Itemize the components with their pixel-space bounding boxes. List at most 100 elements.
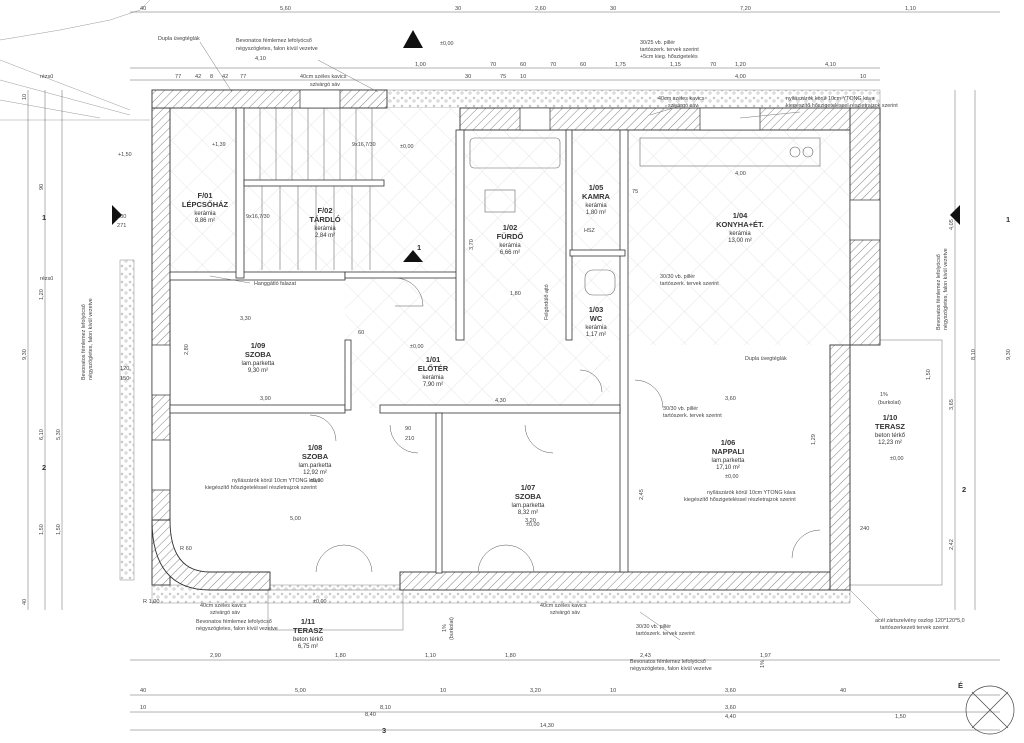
room-103-name: WC (590, 314, 603, 323)
room-111-name: TERASZ (293, 626, 323, 635)
dim-left-9: 90 (39, 184, 45, 190)
dim-left-6: 1,20 (39, 289, 45, 300)
dim-bot-extra: 8,40 (365, 712, 376, 718)
dim-bot-r2-1: 40 (140, 688, 146, 694)
dim-r3-2: 42 (195, 74, 201, 80)
ann-piller-bot-1: 30/30 vb. pillér (636, 624, 671, 630)
room-111: 1/11 TERASZ beton térkő 6,75 m² (293, 617, 324, 650)
dim-top-4: 2,60 (535, 6, 546, 12)
level-106-zero: ±0,00 (725, 474, 738, 480)
dim-in-245: 2,45 (639, 489, 645, 500)
level-eloter-zero: ±0,00 (410, 344, 423, 350)
dim-left-1: 10 (22, 94, 28, 100)
room-104-floor: kerámia (729, 231, 751, 237)
dim-r2-9: 1,20 (735, 62, 746, 68)
dim-in-60: 60 (358, 330, 364, 336)
room-f02: F/02 TÁRDLÓ kerámia 2,84 m² (309, 206, 340, 239)
ann-bev-right-1: Bevonatos fémlemez lefolyócső (936, 254, 942, 330)
dim-left-4: 6,10 (39, 429, 45, 440)
ann-pct-110: 1% (880, 392, 888, 398)
dim-r3-9: 4,00 (735, 74, 746, 80)
dim-left-8: 1,50 (56, 524, 62, 535)
dim-bot-1: 2,90 (210, 653, 221, 659)
gravel-strip-left (119, 259, 135, 581)
dim-in-129: 1,29 (811, 434, 817, 445)
room-f01-name: LÉPCSŐHÁZ (182, 200, 229, 209)
room-107-id: 1/07 (521, 483, 536, 492)
level-landing: +1,50 (118, 152, 132, 158)
leader-lines (199, 41, 881, 641)
dim-in-75: 75 (632, 189, 638, 195)
room-107: 1/07 SZOBA lam.parketta 8,32 m² (511, 483, 545, 516)
room-101-id: 1/01 (426, 355, 441, 364)
dim-top-5: 30 (610, 6, 616, 12)
ann-kav-bot-2: szivárgó sáv (210, 610, 240, 616)
fixtures (469, 137, 821, 296)
dim-in-500: 5,00 (290, 516, 301, 522)
dim-bot-3: 1,10 (425, 653, 436, 659)
room-109-floor: lam.parketta (241, 361, 275, 367)
ann-bev-right-2: négyszögletes, falon kívül vezetve (943, 248, 949, 330)
dim-in-280: 2,80 (184, 344, 190, 355)
room-110-floor: beton térkő (875, 433, 906, 439)
level-107-zero: ±0,00 (526, 522, 539, 528)
room-106-floor: lam.parketta (711, 458, 745, 464)
room-101-floor: kerámia (422, 375, 444, 381)
dim-in-430: 4,30 (495, 398, 506, 404)
dim-in-100: 100 (117, 214, 126, 220)
ann-kav-bot2-1: 40cm széles kavics (540, 603, 587, 609)
ann-pct-111: 1% (442, 624, 448, 632)
dim-in-240: 240 (860, 526, 869, 532)
room-104-id: 1/04 (733, 211, 748, 220)
dim-left-5: 9,30 (22, 349, 28, 360)
dim-r2-6: 1,75 (615, 62, 626, 68)
room-109-name: SZOBA (245, 350, 272, 359)
room-106-name: NAPPALI (712, 447, 744, 456)
dim-bot-r3-4: 4,40 (725, 714, 736, 720)
dim-left-7: 1,50 (39, 524, 45, 535)
ann-kav-top-1: 40cm széles kavics (300, 74, 347, 80)
room-107-name: SZOBA (515, 492, 542, 501)
ann-bev-bot-1: Bevonatos fémlemez lefolyócső (196, 619, 272, 625)
room-101-area: 7,90 m² (423, 382, 443, 388)
room-f02-floor: kerámia (314, 226, 336, 232)
dim-bot-r3-3: 3,60 (725, 705, 736, 711)
dim-bot-5: 2,43 (640, 653, 651, 659)
ann-hanggatlo: Hanggátló falazat (254, 281, 296, 287)
room-101: 1/01 ELŐTÉR kerámia 7,90 m² (418, 355, 449, 388)
ann-oszlop-2: tartószerkezeti tervek szerint (880, 625, 949, 631)
room-110-name: TERASZ (875, 422, 905, 431)
dim-left-3: 5,30 (56, 429, 62, 440)
room-105-name: KAMRA (582, 192, 610, 201)
ann-piller-kamra-2: tartószerk. tervek szerint (660, 281, 719, 287)
dim-in-330: 3,30 (240, 316, 251, 322)
ann-oszlop-1: acél zártszelvény oszlop 120*120*5,0 (875, 618, 965, 624)
dim-bot-2: 1,80 (335, 653, 346, 659)
room-108-floor: lam.parketta (298, 463, 332, 469)
room-102-area: 6,66 m² (500, 250, 520, 256)
resu-label-top: rézsű (40, 74, 53, 80)
section-markers (112, 30, 960, 262)
dim-r3-3: 8 (210, 74, 213, 80)
dim-r3-5: 77 (240, 74, 246, 80)
dim-right-5: 2,42 (949, 539, 955, 550)
dim-in-390: 3,90 (260, 396, 271, 402)
ann-burkolat-110: (burkolat) (878, 400, 901, 406)
ann-burkolat-111: (burkolat) (449, 617, 455, 640)
ann-dupla-mid: Dupla üvegtéglák (745, 356, 787, 362)
dim-bot-r2-6: 3,60 (725, 688, 736, 694)
dimension-lines (27, 11, 1000, 731)
dim-r3-10: 10 (860, 74, 866, 80)
ann-piller-kamra-1: 30/30 vb. pillér (660, 274, 695, 280)
ann-bev-bot2-1: Bevonatos fémlemez lefolyócső (630, 659, 706, 665)
north-label: É (958, 681, 963, 690)
ann-piller-mid-2: tartószerk. tervek szerint (663, 413, 722, 419)
ann-nyil-106-1: nyílászárók körül 10cm YTONG káva (707, 490, 795, 496)
room-108-name: SZOBA (302, 452, 329, 461)
dim-in-150: 150 (120, 376, 129, 382)
room-f02-name: TÁRDLÓ (309, 215, 340, 224)
windows (151, 89, 881, 491)
room-109-id: 1/09 (251, 341, 266, 350)
ann-bev-top-1: Bevonatos fémlemez lefolyócső (236, 38, 312, 44)
